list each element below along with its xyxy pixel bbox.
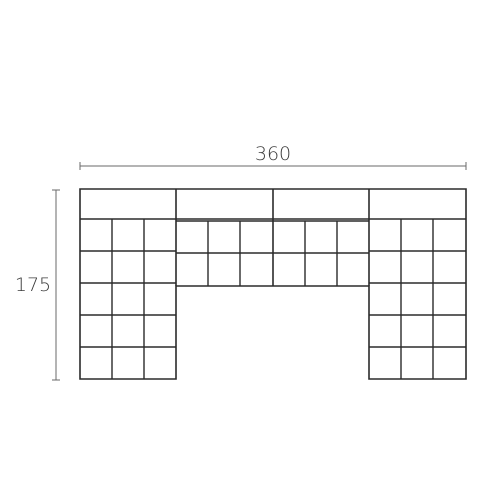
width-label: 360 <box>255 143 291 165</box>
width-dimension: 360 <box>79 143 467 170</box>
sofa-outline <box>79 188 467 380</box>
seat-quilting <box>80 219 466 379</box>
depth-label: 175 <box>15 274 51 296</box>
depth-dimension: 175 <box>15 189 60 381</box>
